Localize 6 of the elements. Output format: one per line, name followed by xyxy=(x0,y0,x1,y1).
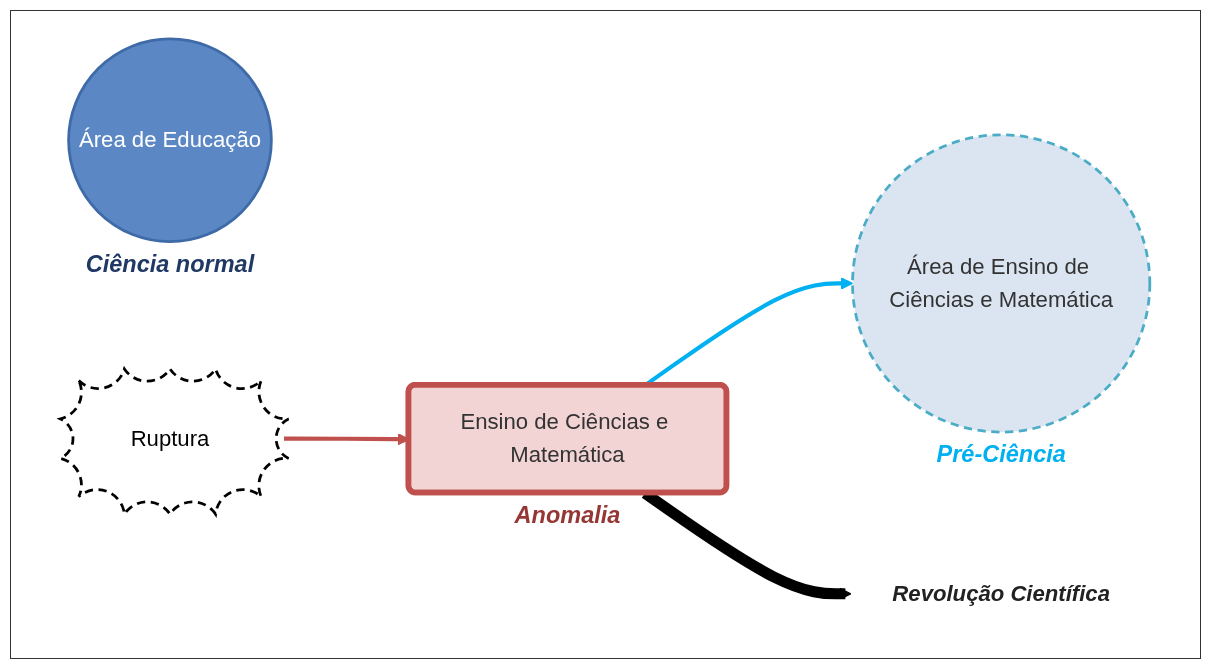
node-caption: Pré-Ciência xyxy=(936,441,1066,467)
node-caption: Anomalia xyxy=(514,501,620,528)
node-text: Revolução Científica xyxy=(891,580,1110,605)
node-circle: Área de Ensino de Ciências e Matemática xyxy=(850,132,1151,433)
node-circle: Área de Educação xyxy=(66,36,273,243)
node-caption: Ciência normal xyxy=(85,250,254,277)
